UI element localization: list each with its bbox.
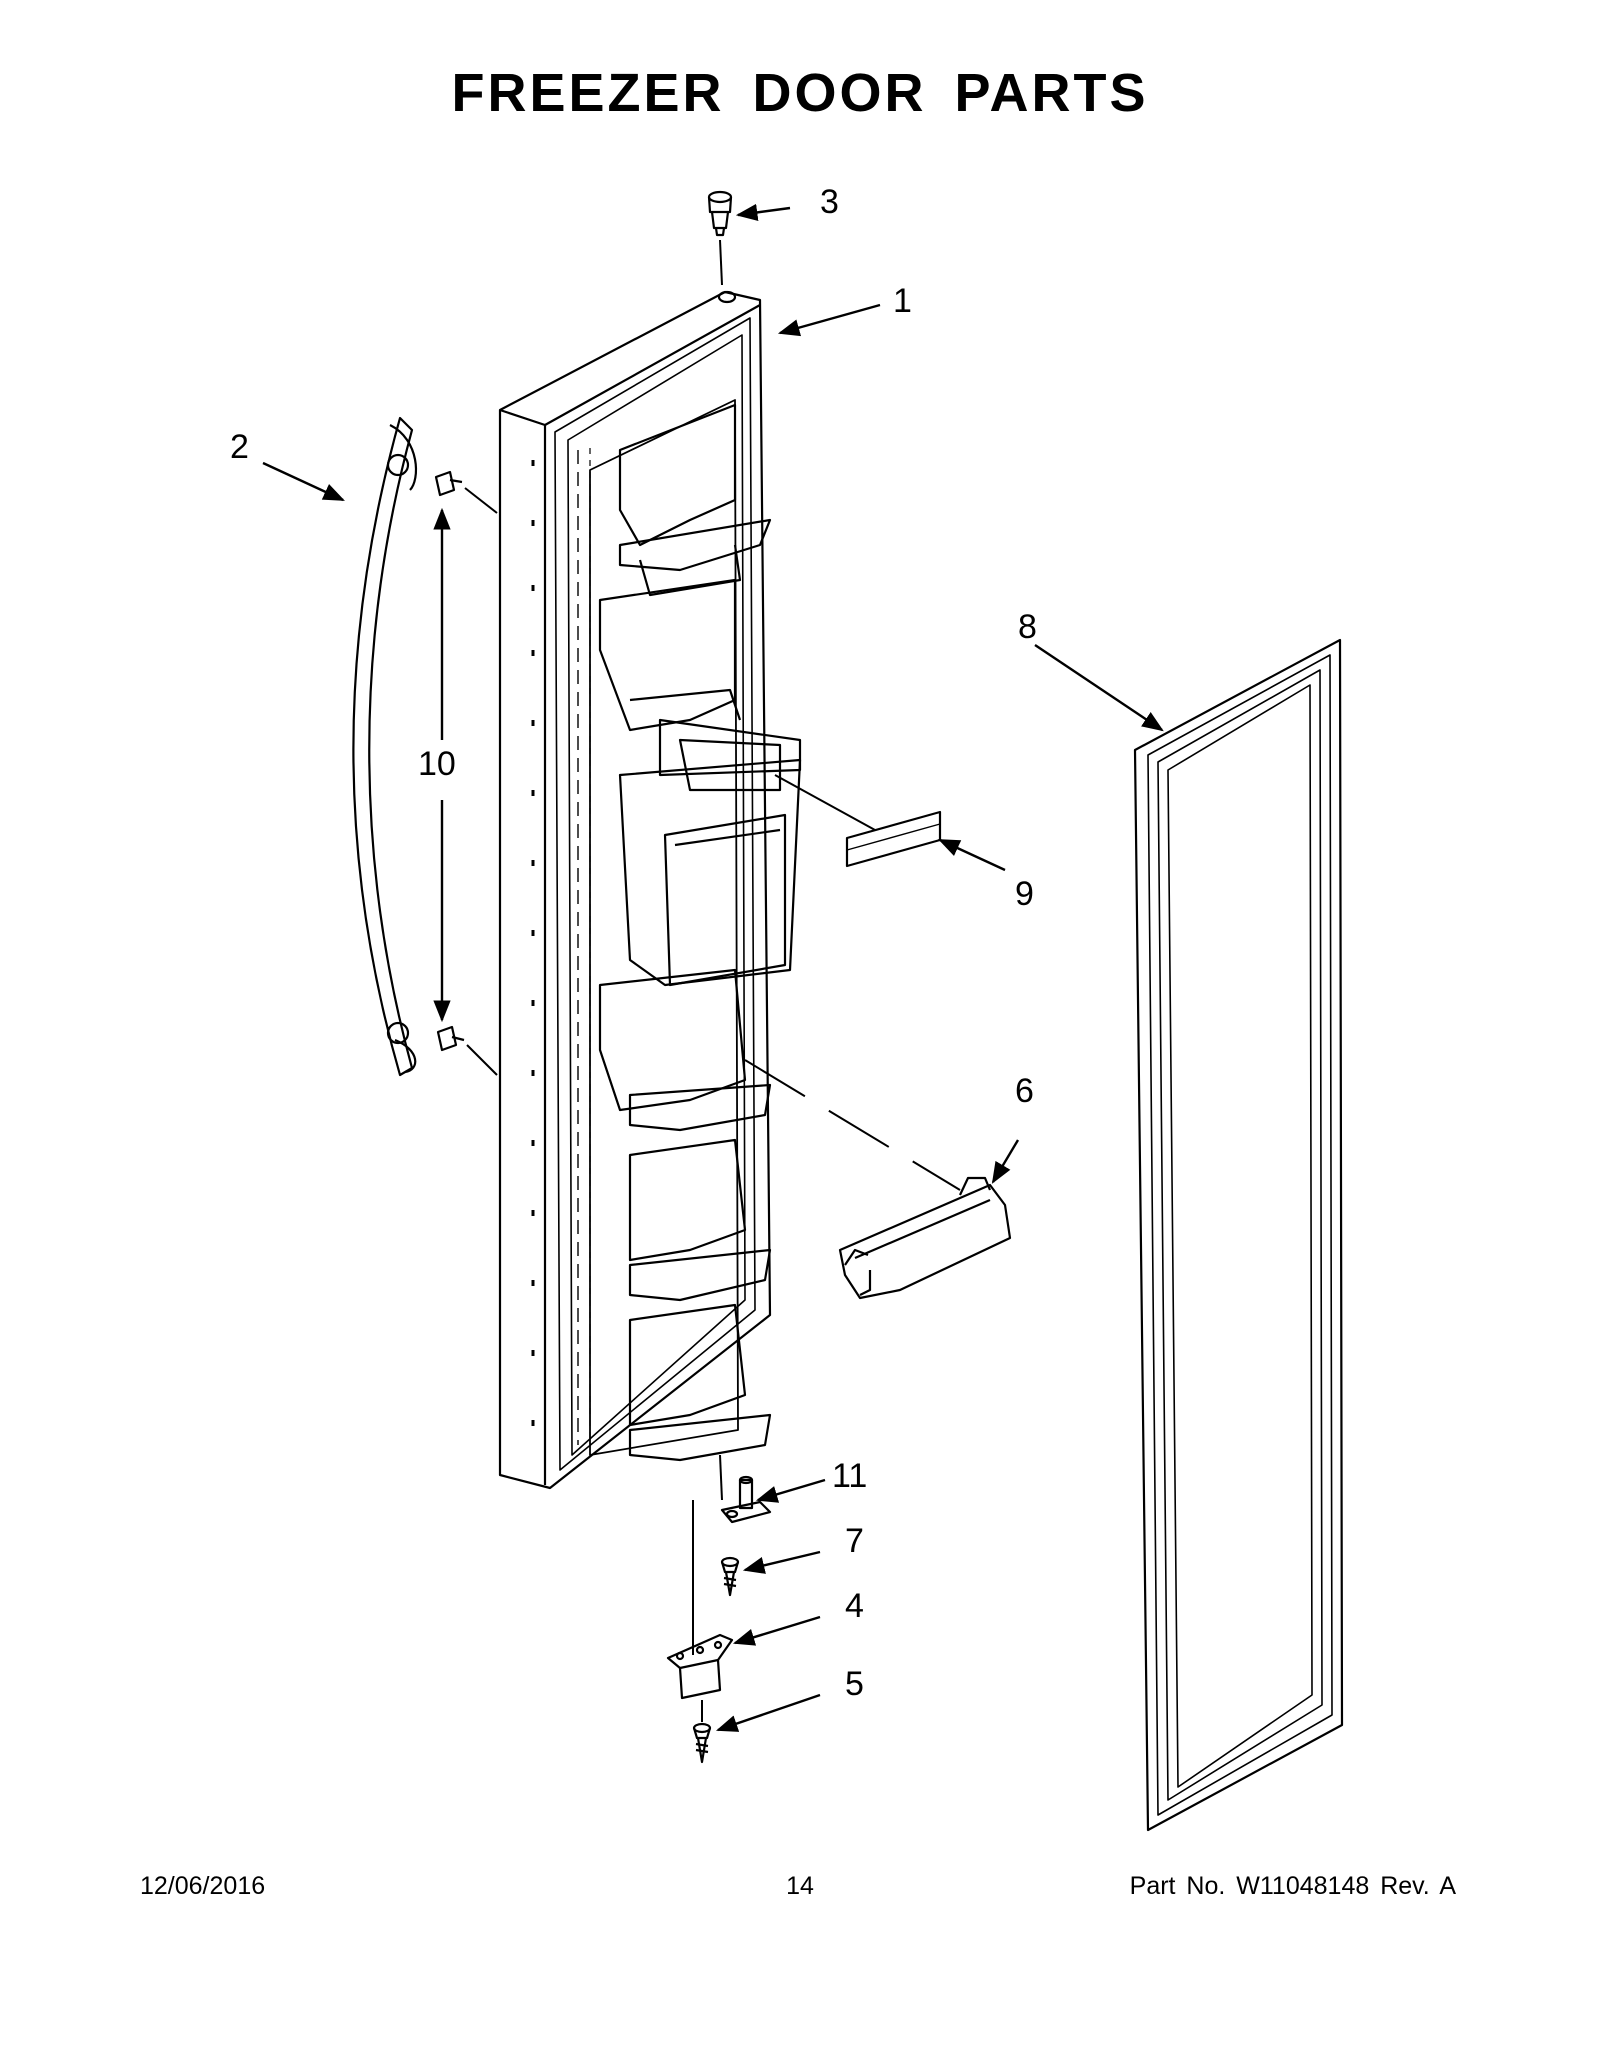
door-gasket — [1133, 638, 1344, 1832]
callout-4: 4 — [845, 1587, 864, 1625]
freezer-door — [498, 290, 802, 1490]
handle-stud-bottom — [436, 1025, 465, 1052]
callout-7: 7 — [845, 1522, 864, 1560]
callout-9: 9 — [1015, 875, 1034, 913]
dispenser-trim-strip — [845, 810, 942, 868]
page-title: FREEZER DOOR PARTS — [451, 63, 1149, 123]
top-hinge-bushing — [707, 190, 733, 237]
hinge-screw-upper — [720, 1556, 740, 1597]
footer-part-number: Part No. W11048148 Rev. A — [1129, 1872, 1456, 1900]
door-bin — [838, 1176, 1012, 1300]
callout-6: 6 — [1015, 1072, 1034, 1110]
handle-stud-top — [434, 470, 463, 497]
callout-11: 11 — [832, 1457, 867, 1495]
door-handle — [352, 416, 418, 1077]
footer-page-number: 14 — [786, 1872, 814, 1900]
callout-8: 8 — [1018, 608, 1037, 646]
callout-1: 1 — [893, 282, 912, 320]
callout-2: 2 — [230, 428, 249, 466]
hinge-screw-lower — [692, 1722, 712, 1764]
callout-5: 5 — [845, 1665, 864, 1703]
callout-10: 10 — [418, 745, 456, 783]
bottom-hinge-pin — [720, 1475, 772, 1524]
footer-date: 12/06/2016 — [140, 1872, 266, 1900]
callout-3: 3 — [820, 183, 839, 221]
bottom-hinge-plate — [666, 1633, 734, 1700]
